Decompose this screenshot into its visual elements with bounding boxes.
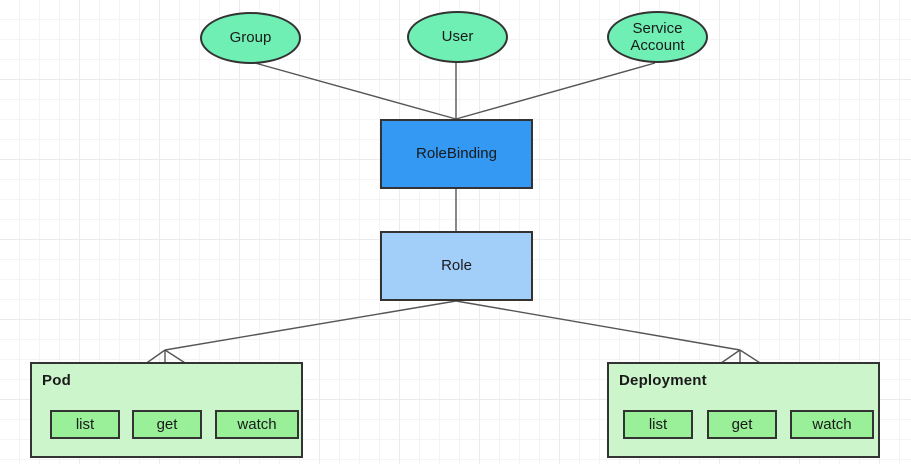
node-service-account[interactable]: Service Account	[607, 11, 708, 63]
verb-pod-watch[interactable]: watch	[215, 410, 299, 439]
edge-serviceaccount-to-rolebinding	[455, 62, 656, 120]
edge-group-to-rolebinding	[254, 62, 457, 120]
node-service-account-label-line2: Account	[630, 37, 685, 54]
resource-group-deployment-title: Deployment	[619, 372, 707, 389]
verb-deployment-get[interactable]: get	[707, 410, 777, 439]
edge-role-to-deployment-junction	[455, 300, 741, 351]
verb-deployment-watch[interactable]: watch	[790, 410, 874, 439]
verb-deployment-get-label: get	[731, 416, 753, 433]
verb-pod-watch-label: watch	[237, 416, 277, 433]
node-user-label: User	[441, 28, 474, 46]
node-rolebinding-label: RoleBinding	[416, 145, 497, 163]
node-role[interactable]: Role	[380, 231, 533, 301]
node-role-label: Role	[441, 257, 472, 275]
node-user[interactable]: User	[407, 11, 508, 63]
edge-role-to-pod-junction	[164, 300, 457, 351]
resource-group-pod-title: Pod	[42, 372, 71, 389]
node-service-account-label-line1: Service	[632, 19, 683, 37]
node-group-label: Group	[229, 29, 272, 47]
verb-deployment-watch-label: watch	[812, 416, 852, 433]
verb-pod-get-label: get	[156, 416, 178, 433]
node-rolebinding[interactable]: RoleBinding	[380, 119, 533, 189]
verb-pod-list-label: list	[75, 416, 95, 433]
verb-deployment-list-label: list	[648, 416, 668, 433]
resource-group-deployment[interactable]: Deployment list get watch	[607, 362, 880, 458]
verb-deployment-list[interactable]: list	[623, 410, 693, 439]
node-service-account-label: Service Account	[630, 20, 684, 55]
verb-pod-list[interactable]: list	[50, 410, 120, 439]
verb-pod-get[interactable]: get	[132, 410, 202, 439]
node-group[interactable]: Group	[200, 12, 301, 64]
resource-group-pod[interactable]: Pod list get watch	[30, 362, 303, 458]
